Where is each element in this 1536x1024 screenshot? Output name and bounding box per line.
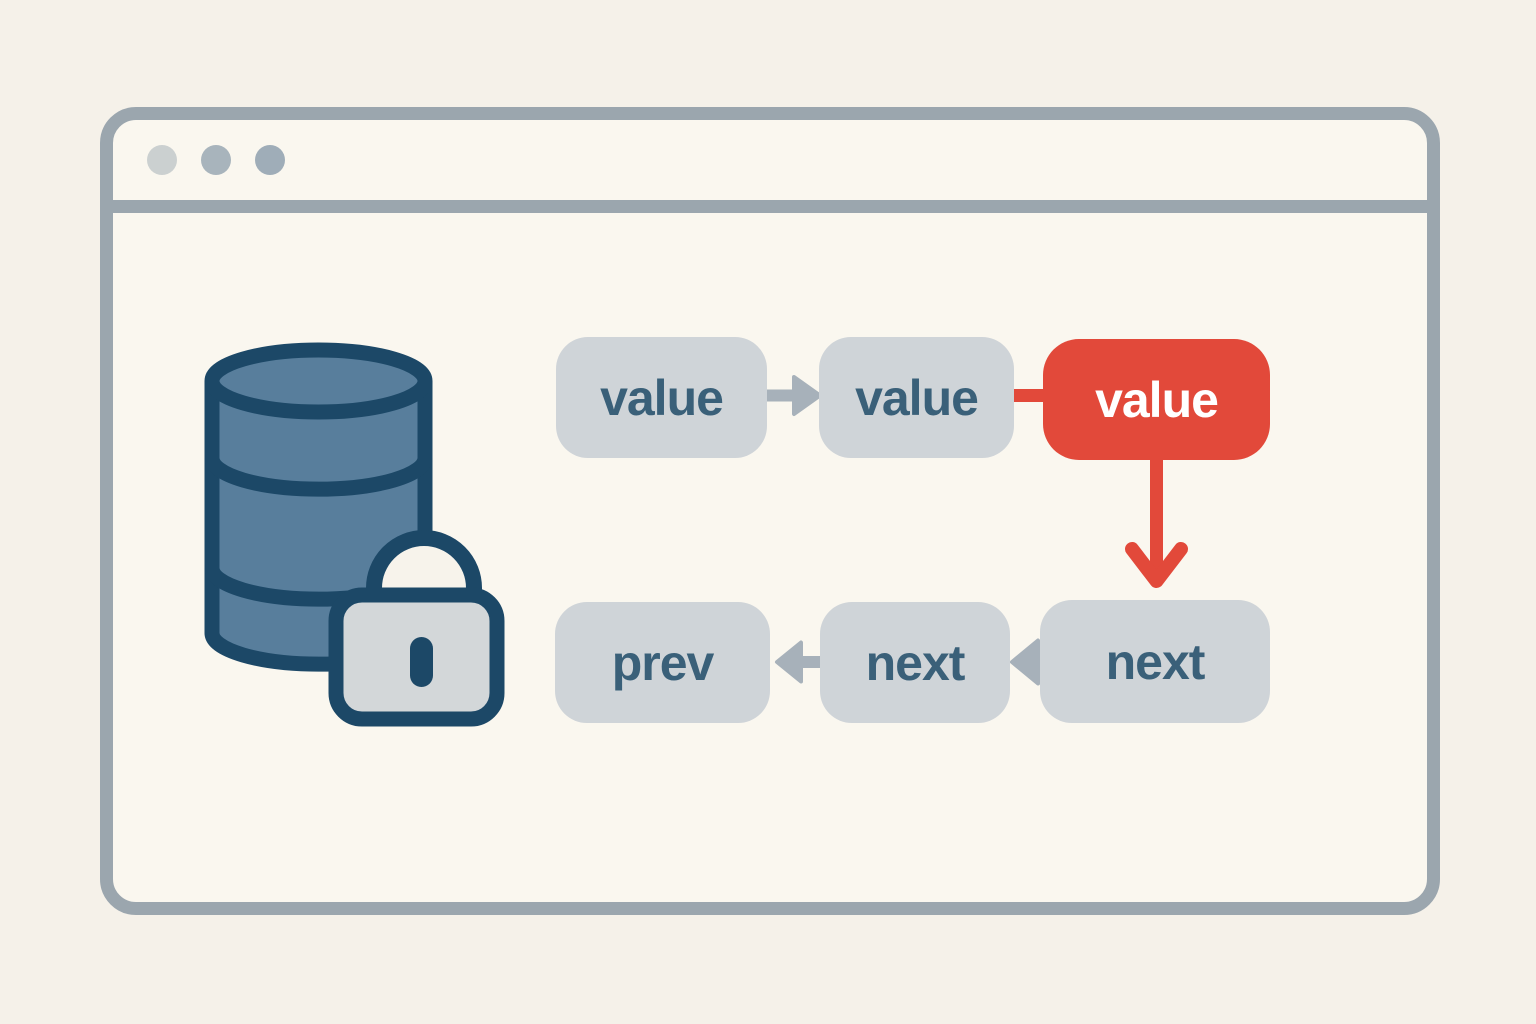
window-dot-icon — [147, 145, 177, 175]
window-dot-icon — [201, 145, 231, 175]
node-label: value — [1095, 371, 1219, 428]
node-next-3: next — [1040, 600, 1270, 723]
keyhole-icon — [410, 637, 433, 687]
window-dot-icon — [255, 145, 285, 175]
node-value-1: value — [556, 337, 767, 458]
node-label: value — [600, 369, 724, 426]
node-value-2: value — [819, 337, 1014, 458]
database-lock-illustration — [204, 342, 505, 727]
arrow-down-icon — [1125, 445, 1188, 588]
node-next-2: next — [820, 602, 1010, 723]
node-value-3-highlighted: value — [1043, 339, 1270, 460]
lock-icon — [328, 530, 505, 727]
node-prev: prev — [555, 602, 770, 723]
window-titlebar — [113, 120, 1427, 213]
node-label: prev — [611, 634, 715, 691]
arrow-left-icon — [775, 640, 825, 684]
red-connector-line — [1008, 389, 1048, 402]
node-label: next — [865, 634, 966, 691]
node-label: value — [855, 369, 979, 426]
arrow-right-icon — [766, 375, 822, 416]
node-label: next — [1105, 633, 1206, 690]
